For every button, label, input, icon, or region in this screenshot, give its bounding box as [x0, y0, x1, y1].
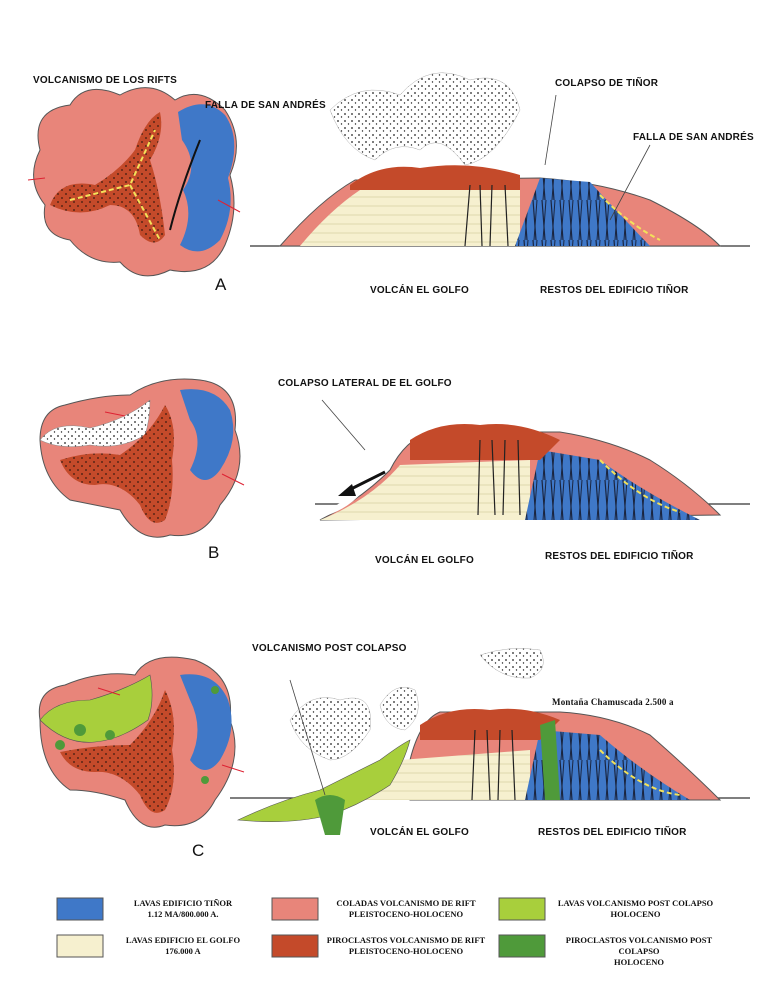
island-map-c: [39, 657, 244, 827]
legend-rift-coladas-line2: PLEISTOCENO-HOLOCENO: [322, 909, 490, 920]
label-volcan-b: VOLCÁN EL GOLFO: [375, 555, 474, 566]
label-falla-section-a: FALLA DE SAN ANDRÉS: [633, 132, 754, 143]
legend-tinor-line2: 1.12 MA/800.000 A.: [108, 909, 258, 920]
panel-c: [39, 648, 750, 835]
island-map-b: [40, 379, 244, 537]
legend-golfo-line1: LAVAS EDIFICIO EL GOLFO: [108, 935, 258, 946]
panel-letter-a: A: [215, 275, 226, 295]
label-falla-map-a: FALLA DE SAN ANDRÉS: [205, 100, 326, 111]
cross-section-b: [315, 400, 750, 520]
legend-post-lavas-line2: HOLOCENO: [548, 909, 723, 920]
label-restos-a: RESTOS DEL EDIFICIO TIÑOR: [540, 285, 689, 296]
legend-swatch-rift-coladas: [272, 898, 318, 920]
legend-rift-coladas-line1: COLADAS VOLCANISMO DE RIFT: [322, 898, 490, 909]
cross-section-c: [230, 648, 750, 835]
legend-swatch-post-piro: [499, 935, 545, 957]
label-volcanismo-post: VOLCANISMO POST COLAPSO: [252, 643, 407, 654]
label-montana-chamuscada: Montaña Chamuscada 2.500 a: [552, 697, 674, 707]
cross-section-a: [250, 73, 750, 246]
panel-b: [40, 379, 750, 537]
label-volcan-c: VOLCÁN EL GOLFO: [370, 827, 469, 838]
legend-post-piro-line1: PIROCLASTOS VOLCANISMO POST COLAPSO: [548, 935, 730, 957]
label-restos-b: RESTOS DEL EDIFICIO TIÑOR: [545, 551, 694, 562]
panel-letter-b: B: [208, 543, 219, 563]
legend-rift-piro-line2: PLEISTOCENO-HOLOCENO: [322, 946, 490, 957]
label-volcan-a: VOLCÁN EL GOLFO: [370, 285, 469, 296]
legend-text-post-lavas: LAVAS VOLCANISMO POST COLAPSO HOLOCENO: [548, 898, 723, 920]
legend-text-rift-coladas: COLADAS VOLCANISMO DE RIFT PLEISTOCENO-H…: [322, 898, 490, 920]
legend-text-post-piro: PIROCLASTOS VOLCANISMO POST COLAPSO HOLO…: [548, 935, 730, 968]
label-volcanismo-rifts: VOLCANISMO DE LOS RIFTS: [33, 75, 177, 86]
legend-swatch-golfo: [57, 935, 103, 957]
label-colapso-lateral: COLAPSO LATERAL DE EL GOLFO: [278, 378, 452, 389]
legend-swatch-post-lavas: [499, 898, 545, 920]
legend-text-tinor: LAVAS EDIFICIO TIÑOR 1.12 MA/800.000 A.: [108, 898, 258, 920]
panel-a: [28, 73, 750, 276]
label-colapso-tinor: COLAPSO DE TIÑOR: [555, 78, 658, 89]
island-map-a: [28, 88, 240, 276]
legend-text-rift-piro: PIROCLASTOS VOLCANISMO DE RIFT PLEISTOCE…: [322, 935, 490, 957]
legend-post-piro-line2: HOLOCENO: [548, 957, 730, 968]
legend-swatch-rift-piro: [272, 935, 318, 957]
label-restos-c: RESTOS DEL EDIFICIO TIÑOR: [538, 827, 687, 838]
legend-post-lavas-line1: LAVAS VOLCANISMO POST COLAPSO: [548, 898, 723, 909]
legend-rift-piro-line1: PIROCLASTOS VOLCANISMO DE RIFT: [322, 935, 490, 946]
legend-golfo-line2: 176.000 A: [108, 946, 258, 957]
panel-letter-c: C: [192, 841, 204, 861]
legend-tinor-line1: LAVAS EDIFICIO TIÑOR: [108, 898, 258, 909]
legend-text-golfo: LAVAS EDIFICIO EL GOLFO 176.000 A: [108, 935, 258, 957]
legend-swatch-tinor: [57, 898, 103, 920]
